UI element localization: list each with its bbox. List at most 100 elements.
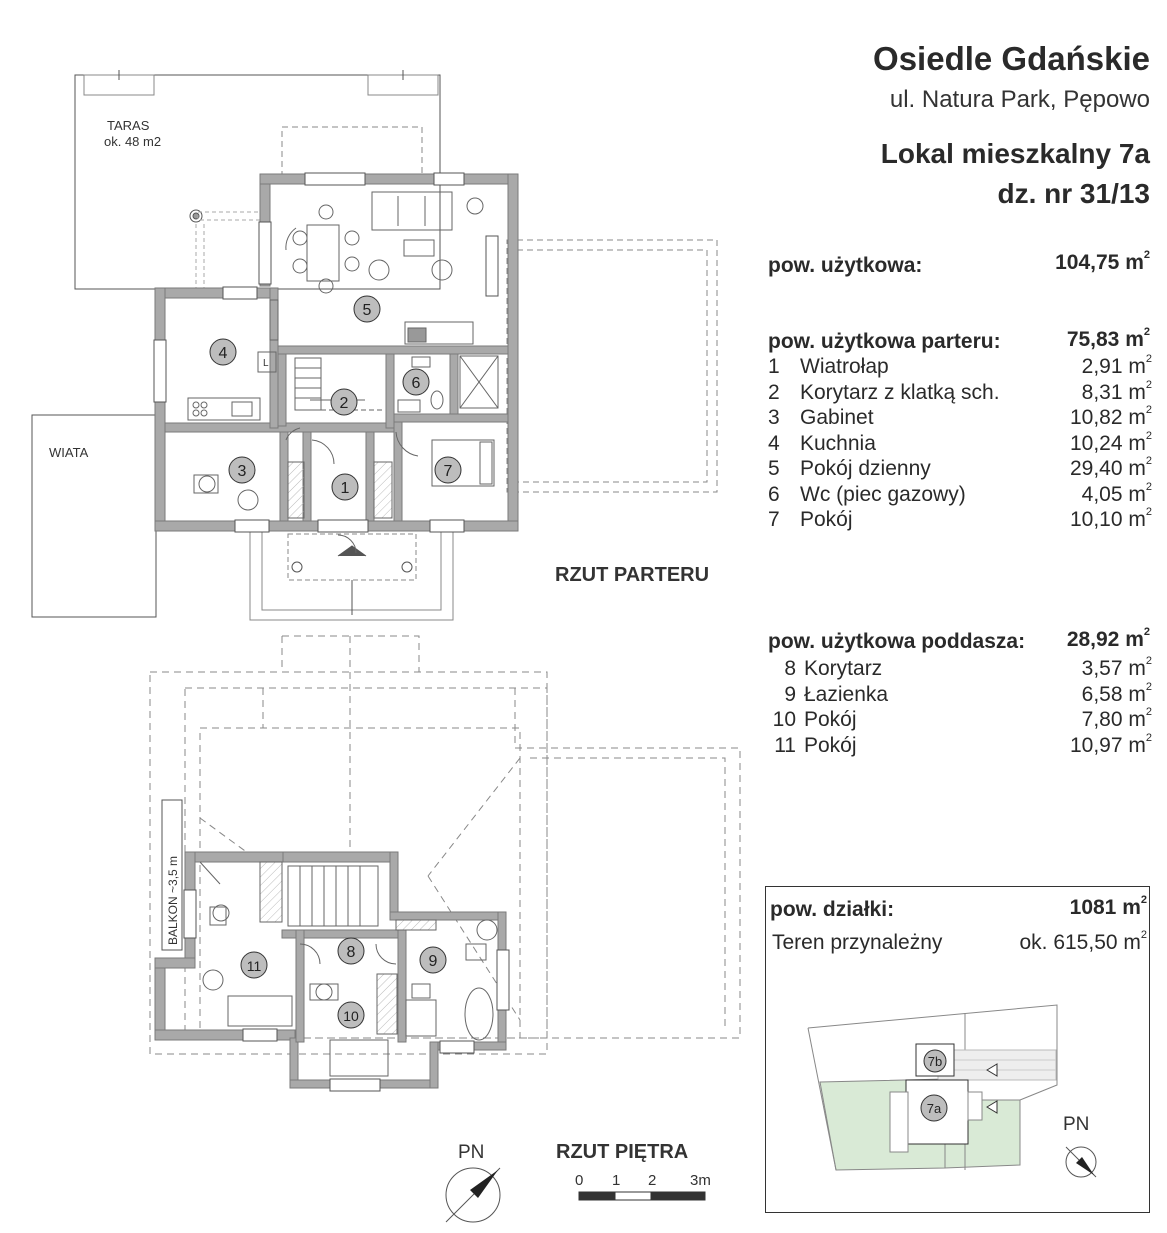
- room-marker-7: 7: [444, 463, 453, 480]
- room-row: 3 Gabinet 10,82 m2: [768, 404, 1152, 432]
- room-number: 6: [768, 482, 780, 506]
- room-area: 8,31 m2: [1081, 378, 1152, 404]
- room-row: 11 Pokój 10,97 m2: [768, 731, 1152, 760]
- room-area: 4,05 m2: [1081, 480, 1152, 506]
- room-number: 8: [784, 657, 796, 680]
- room-marker-10: 10: [343, 1008, 359, 1024]
- room-name: Pokój: [800, 508, 853, 531]
- room-name: Korytarz: [804, 657, 883, 680]
- room-marker-5: 5: [363, 302, 372, 319]
- room-name: Korytarz z klatką sch.: [800, 380, 1000, 404]
- room-row: 8 Korytarz 3,57 m2: [768, 655, 1152, 683]
- room-name: Gabinet: [800, 406, 874, 429]
- scale-bar: [578, 1191, 706, 1201]
- scale-1: 1: [612, 1172, 620, 1189]
- upper-windows: [183, 889, 510, 1092]
- attic-floor-value: 28,92 m2: [1066, 626, 1150, 651]
- north-label: PN: [458, 1142, 484, 1163]
- room-number: 10: [772, 708, 796, 731]
- room-marker-11: 11: [247, 958, 262, 974]
- room-name: Wc (piec gazowy): [800, 482, 966, 506]
- room-marker-4: 4: [219, 345, 228, 362]
- usable-area-value: 104,75 m2: [1055, 249, 1150, 274]
- room-name: Pokój: [804, 708, 857, 731]
- room-number: 2: [768, 380, 780, 404]
- ground-floor-value: 75,83 m2: [1066, 326, 1150, 351]
- site-north-label: PN: [1063, 1114, 1089, 1135]
- room-name: Pokój: [804, 733, 857, 757]
- room-area: 10,82 m2: [1069, 404, 1152, 429]
- room-area: 6,58 m2: [1081, 680, 1152, 706]
- room-area: 7,80 m2: [1081, 706, 1152, 731]
- project-address: ul. Natura Park, Pępowo: [889, 86, 1150, 113]
- room-row: 1 Wiatrołap 2,91 m2: [768, 353, 1152, 381]
- kitchen-mark: L: [263, 358, 269, 369]
- room-number: 7: [768, 508, 780, 531]
- ground-floor-label: pow. użytkowa parteru:: [768, 330, 1001, 353]
- site-plan-box: [765, 886, 1150, 1213]
- room-marker-1: 1: [341, 480, 350, 497]
- north-compass: [445, 1167, 501, 1223]
- room-name: Kuchnia: [800, 431, 876, 455]
- ground-floor-plan: [31, 70, 718, 621]
- room-number: 3: [768, 406, 780, 429]
- room-row: 6 Wc (piec gazowy) 4,05 m2: [768, 480, 1152, 509]
- room-name: Łazienka: [804, 682, 889, 706]
- room-marker-9: 9: [429, 953, 438, 970]
- upper-plan-title: RZUT PIĘTRA: [556, 1141, 688, 1163]
- plan-labels: TARAS ok. 48 m2 WIATA L RZUT PARTERU RZU…: [49, 118, 1089, 1189]
- terrace-label: TARAS: [107, 118, 150, 133]
- upper-floor-plan: [149, 635, 741, 1055]
- room-marker-3: 3: [238, 463, 247, 480]
- land-value: ok. 615,50 m2: [1019, 929, 1147, 954]
- scale-2: 2: [648, 1172, 656, 1189]
- plot-area-value: 1081 m2: [1069, 894, 1147, 919]
- room-area: 10,97 m2: [1069, 731, 1152, 757]
- scale-0: 0: [575, 1172, 583, 1189]
- terrace-area-label: ok. 48 m2: [104, 134, 161, 149]
- plot-number: dz. nr 31/13: [997, 178, 1150, 209]
- project-title: Osiedle Gdańskie: [873, 40, 1150, 77]
- room-name: Wiatrołap: [800, 355, 889, 378]
- room-area: 10,24 m2: [1069, 429, 1152, 455]
- room-area: 29,40 m2: [1069, 455, 1152, 480]
- room-row: 7 Pokój 10,10 m2: [768, 506, 1152, 534]
- room-name: Pokój dzienny: [800, 457, 931, 480]
- scale-3: 3m: [690, 1172, 711, 1189]
- ground-windows: [153, 172, 499, 533]
- room-number: 11: [774, 733, 796, 757]
- room-area: 10,10 m2: [1069, 506, 1152, 531]
- usable-area-label: pow. użytkowa:: [768, 254, 923, 277]
- land-label: Teren przynależny: [772, 931, 943, 954]
- unit-title: Lokal mieszkalny 7a: [880, 138, 1150, 169]
- site-plan: [807, 1004, 1058, 1171]
- ground-plan-title: RZUT PARTERU: [555, 564, 709, 586]
- room-area: 2,91 m2: [1081, 353, 1152, 378]
- plot-area-label: pow. działki:: [770, 898, 895, 921]
- balcony-label: BALKON ~3,5 m: [166, 856, 180, 945]
- room-number: 1: [768, 355, 780, 378]
- room-row: 4 Kuchnia 10,24 m2: [768, 429, 1152, 458]
- ground-room-markers: [209, 295, 462, 501]
- site-unit-7b: 7b: [928, 1054, 942, 1069]
- room-marker-labels: 4 5 2 6 3 1 7 8 9 10 11: [219, 302, 453, 1024]
- site-unit-7a: 7a: [927, 1101, 942, 1116]
- room-number: 4: [768, 431, 780, 455]
- room-marker-8: 8: [347, 944, 356, 961]
- room-marker-6: 6: [412, 375, 421, 392]
- upper-furniture: [161, 799, 498, 1077]
- room-row: 9 Łazienka 6,58 m2: [768, 680, 1152, 709]
- ground-furniture: [187, 191, 499, 554]
- site-unit-labels: 7b 7a: [927, 1054, 942, 1116]
- room-row: 10 Pokój 7,80 m2: [768, 706, 1152, 734]
- room-number: 9: [784, 682, 796, 706]
- site-north-compass: [1065, 1146, 1097, 1178]
- attic-floor-label: pow. użytkowa poddasza:: [768, 630, 1026, 653]
- carport-label: WIATA: [49, 445, 89, 460]
- room-area: 3,57 m2: [1081, 655, 1152, 680]
- upper-room-markers: [240, 937, 447, 1029]
- room-row: 2 Korytarz z klatką sch. 8,31 m2: [768, 378, 1152, 407]
- room-marker-2: 2: [340, 395, 349, 412]
